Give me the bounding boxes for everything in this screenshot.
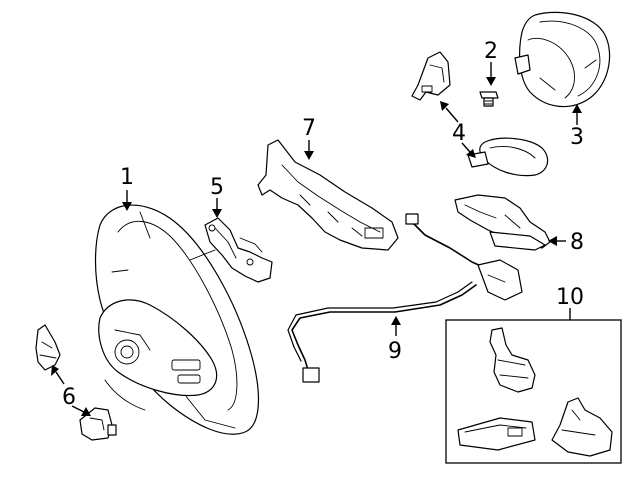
switch-part-lower[interactable] <box>467 137 549 177</box>
callout-5: 5 <box>210 175 224 200</box>
callout-10: 10 <box>556 285 584 310</box>
callout-1: 1 <box>120 165 134 190</box>
leader-line-1 <box>122 190 132 211</box>
airbag-module-part[interactable] <box>514 11 611 108</box>
callout-8: 8 <box>570 230 584 255</box>
callout-7: 7 <box>302 116 316 141</box>
kit-frame[interactable] <box>445 319 622 464</box>
leader-line-9 <box>391 316 401 336</box>
leader-line-8 <box>548 236 566 246</box>
leader-line-5 <box>212 198 222 218</box>
switch-part-upper[interactable] <box>411 51 451 101</box>
leader-line-7 <box>304 140 314 160</box>
leader-line-6 <box>51 365 91 416</box>
clip-part-upper[interactable] <box>35 324 61 371</box>
callout-9: 9 <box>388 339 402 364</box>
callout-6: 6 <box>62 385 76 410</box>
callout-2: 2 <box>484 39 498 64</box>
leader-line-4 <box>440 101 476 158</box>
callout-3: 3 <box>570 125 584 150</box>
wire-harness-part[interactable] <box>287 213 523 383</box>
steering-wheel-part[interactable] <box>94 204 259 435</box>
leader-line-2 <box>486 62 496 86</box>
bracket-part[interactable] <box>204 217 273 283</box>
rear-cover-part[interactable] <box>257 139 399 251</box>
paddle-shifter-part[interactable] <box>454 194 551 251</box>
leader-line-3 <box>572 104 582 125</box>
screw-part[interactable] <box>479 91 499 107</box>
callout-4: 4 <box>452 121 466 146</box>
